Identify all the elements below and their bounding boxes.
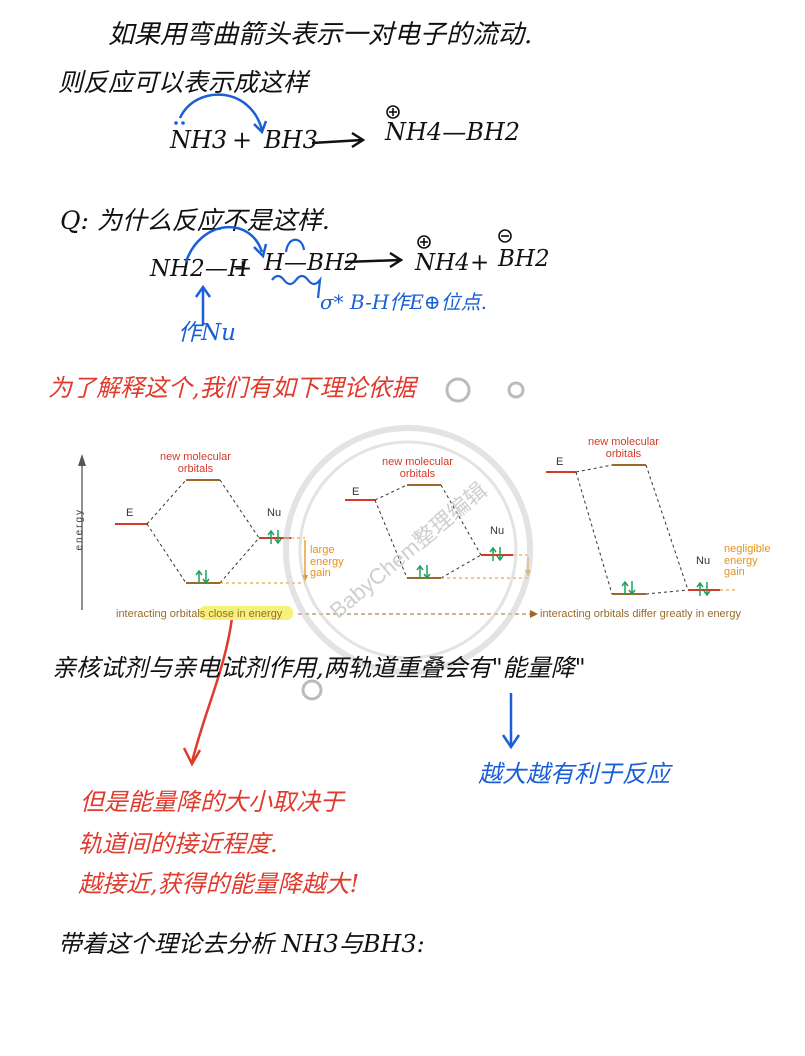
text-highlight: [199, 606, 293, 620]
electron-up-icon: [621, 580, 629, 595]
reaction-arrow-icon: [344, 258, 401, 264]
curly-arrow-icon: [284, 238, 306, 253]
right-e-label: E: [556, 456, 564, 468]
lone-pair-dot: [181, 121, 185, 125]
arrowhead-icon: [194, 284, 212, 298]
wavy-pointer-icon: [271, 274, 322, 299]
left-nu-label: Nu: [267, 507, 282, 519]
electron-up-icon: [267, 529, 275, 544]
red-note-3: 越接近,获得的能量降越大!: [78, 870, 360, 898]
question-line: Q: 为什么反应不是这样.: [60, 206, 330, 235]
eq1-product: NH4—BH2: [385, 118, 521, 146]
energy-axis-label: energy: [73, 507, 85, 551]
eq2-plus-1: +: [233, 256, 253, 282]
electron-down-icon: [703, 582, 711, 597]
arrowhead-icon: [182, 747, 202, 767]
right-gain-label: negligible energy gain: [724, 543, 771, 579]
bottom-left-caption: interacting orbitals close in energy: [116, 608, 283, 620]
axis-arrowhead-icon: [78, 454, 86, 466]
note-line-1: 如果用弯曲箭头表示一对电子的流动.: [108, 20, 533, 50]
eq2-plus-2: +: [470, 250, 490, 276]
mid-e-label: E: [352, 486, 360, 498]
theory-intro: 为了解释这个,我们有如下理论依据: [48, 374, 416, 402]
eq2-product-bh2: BH2: [498, 246, 550, 272]
nu-annotation: 作Nu: [178, 320, 236, 346]
electron-up-icon: [195, 569, 203, 584]
lone-pair-dot: [174, 121, 178, 125]
curly-arrow-icon: [178, 93, 264, 131]
electron-up-icon: [696, 581, 704, 596]
decorative-circle-icon: [507, 381, 525, 399]
decorative-circle-icon: [445, 377, 471, 403]
correlation-line: [146, 479, 260, 584]
eq2-reactant-nh2h: NH2—H: [150, 256, 248, 282]
electron-down-icon: [423, 565, 431, 580]
eq2-product-nh4: NH4: [415, 250, 470, 276]
electron-down-icon: [202, 570, 210, 585]
bottom-right-caption: interacting orbitals differ greatly in e…: [540, 608, 741, 620]
arrowhead-icon: [530, 610, 538, 618]
positive-charge-icon: [417, 235, 431, 249]
arrowhead-icon: [253, 120, 268, 135]
decorative-circle-icon: [301, 679, 323, 701]
red-note-1: 但是能量降的大小取决于: [80, 788, 344, 816]
positive-charge-icon: [386, 105, 400, 119]
electron-down-icon: [496, 547, 504, 562]
final-line: 带着这个理论去分析 NH3与BH3:: [58, 930, 425, 958]
mid-mo-label: new molecular orbitals: [382, 456, 453, 480]
reaction-arrow-icon: [311, 138, 363, 145]
conclusion-line: 亲核试剂与亲电试剂作用,两轨道重叠会有"能量降": [52, 654, 586, 682]
left-mo-label: new molecular orbitals: [160, 451, 231, 475]
eq1-reactant-nh3: NH3: [170, 126, 228, 154]
arrowhead-icon: [501, 734, 521, 750]
left-e-label: E: [126, 507, 134, 519]
eq1-reactant-bh3: BH3: [264, 126, 318, 154]
eq1-plus: +: [232, 126, 253, 154]
electron-down-icon: [274, 530, 282, 545]
red-arrow-icon: [190, 617, 234, 763]
eq2-reactant-hbh2: H—BH2: [264, 250, 359, 276]
negative-charge-icon: [498, 229, 512, 243]
right-mo-label: new molecular orbitals: [588, 436, 659, 460]
arrowhead-icon: [525, 570, 531, 577]
mid-nu-label: Nu: [490, 525, 505, 537]
red-note-2: 轨道间的接近程度.: [78, 830, 278, 858]
blue-note: 越大越有利于反应: [478, 760, 670, 788]
arrowhead-icon: [389, 251, 404, 269]
note-line-2: 则反应可以表示成这样: [58, 68, 309, 97]
arrowhead-icon: [302, 575, 308, 582]
arrowhead-icon: [351, 131, 366, 149]
correlation-line: [575, 464, 689, 595]
correlation-line: [374, 484, 482, 579]
sigma-star-annotation: σ* B-H作E⊕位点.: [320, 290, 487, 314]
left-gain-label: large energy gain: [310, 544, 344, 580]
curly-arrow-icon: [184, 226, 264, 263]
right-nu-label: Nu: [696, 555, 711, 567]
arrowhead-icon: [253, 243, 268, 259]
electron-down-icon: [628, 581, 636, 596]
